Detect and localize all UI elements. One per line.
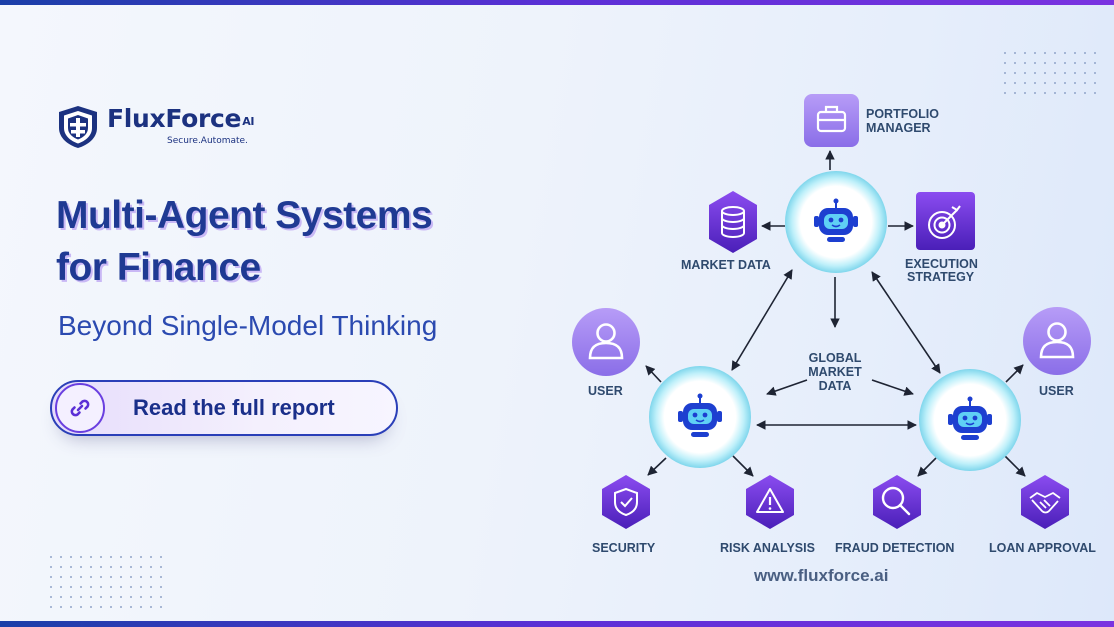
node-portfolio-manager: PORTFOLIO MANAGER	[804, 94, 939, 147]
website-link[interactable]: www.fluxforce.ai	[754, 566, 889, 585]
arrow-left-user	[645, 365, 662, 383]
robot-icon	[814, 198, 858, 242]
node-execution-strategy: EXECUTION STRATEGY	[905, 192, 978, 284]
dot-pattern	[46, 552, 170, 612]
node-risk-analysis: RISK ANALYSIS	[720, 475, 815, 555]
arrow-left-security	[647, 457, 667, 476]
shield-logo-icon	[59, 106, 97, 148]
handshake-icon	[1029, 492, 1061, 514]
arrow-top-right	[871, 271, 941, 374]
label-user-left: USER	[588, 384, 623, 398]
robot-icon	[948, 396, 992, 440]
brand-name: FluxForceAI	[107, 104, 255, 133]
center-label-1: GLOBAL	[809, 351, 862, 365]
brand-tagline: Secure.Automate.	[167, 136, 248, 146]
label-loan-approval: LOAN APPROVAL	[989, 541, 1096, 555]
node-market-data: MARKET DATA	[681, 191, 771, 272]
target-icon	[928, 205, 961, 239]
node-loan-approval: LOAN APPROVAL	[989, 475, 1096, 555]
arrow-center-left	[766, 379, 808, 396]
brand-logo[interactable]: FluxForceAI Secure.Automate.	[55, 104, 255, 150]
page-title: Multi-Agent Systems for Finance	[56, 190, 433, 294]
node-fraud-detection: FRAUD DETECTION	[835, 475, 954, 555]
arrow-right-user	[1005, 364, 1024, 383]
label-execution-strategy-2: STRATEGY	[907, 270, 975, 284]
arrow-top-left	[731, 269, 793, 371]
shield-check-icon	[614, 487, 638, 517]
center-global-market-data: GLOBAL MARKET DATA	[808, 351, 862, 393]
label-portfolio-manager-2: MANAGER	[866, 121, 931, 135]
briefcase-icon	[816, 105, 847, 133]
connection-arrows	[645, 150, 1026, 477]
label-user-right: USER	[1039, 384, 1074, 398]
database-icon	[721, 206, 745, 238]
read-report-button[interactable]: Read the full report	[50, 380, 398, 436]
center-label-3: DATA	[819, 379, 852, 393]
dot-pattern	[1000, 48, 1100, 100]
agent-node-left	[649, 366, 751, 468]
label-fraud-detection: FRAUD DETECTION	[835, 541, 954, 555]
page-subtitle: Beyond Single-Model Thinking	[58, 310, 438, 341]
arrow-left-risk	[732, 455, 754, 477]
node-user-left: USER	[572, 308, 640, 398]
user-icon	[588, 323, 624, 360]
arrow-right-fraud	[917, 457, 937, 477]
label-risk-analysis: RISK ANALYSIS	[720, 541, 815, 555]
arrow-right-loan	[1004, 455, 1026, 477]
bottom-accent-bar	[0, 621, 1114, 627]
top-accent-bar	[0, 0, 1114, 5]
agent-node-right	[919, 369, 1021, 471]
warning-icon	[756, 488, 784, 513]
robot-icon	[678, 393, 722, 437]
arrow-center-right	[871, 379, 914, 396]
magnifier-icon	[881, 486, 911, 516]
user-icon	[1039, 322, 1075, 359]
label-execution-strategy-1: EXECUTION	[905, 257, 978, 271]
node-security: SECURITY	[592, 475, 656, 555]
title-line-2: for Finance	[56, 246, 261, 289]
title-line-1: Multi-Agent Systems	[56, 194, 433, 237]
label-market-data: MARKET DATA	[681, 258, 771, 272]
label-portfolio-manager-1: PORTFOLIO	[866, 107, 939, 121]
agent-node-top	[785, 171, 887, 273]
read-report-label: Read the full report	[133, 395, 335, 420]
link-icon	[55, 383, 105, 433]
center-label-2: MARKET	[808, 365, 862, 379]
node-user-right: USER	[1023, 307, 1091, 398]
label-security: SECURITY	[592, 541, 656, 555]
